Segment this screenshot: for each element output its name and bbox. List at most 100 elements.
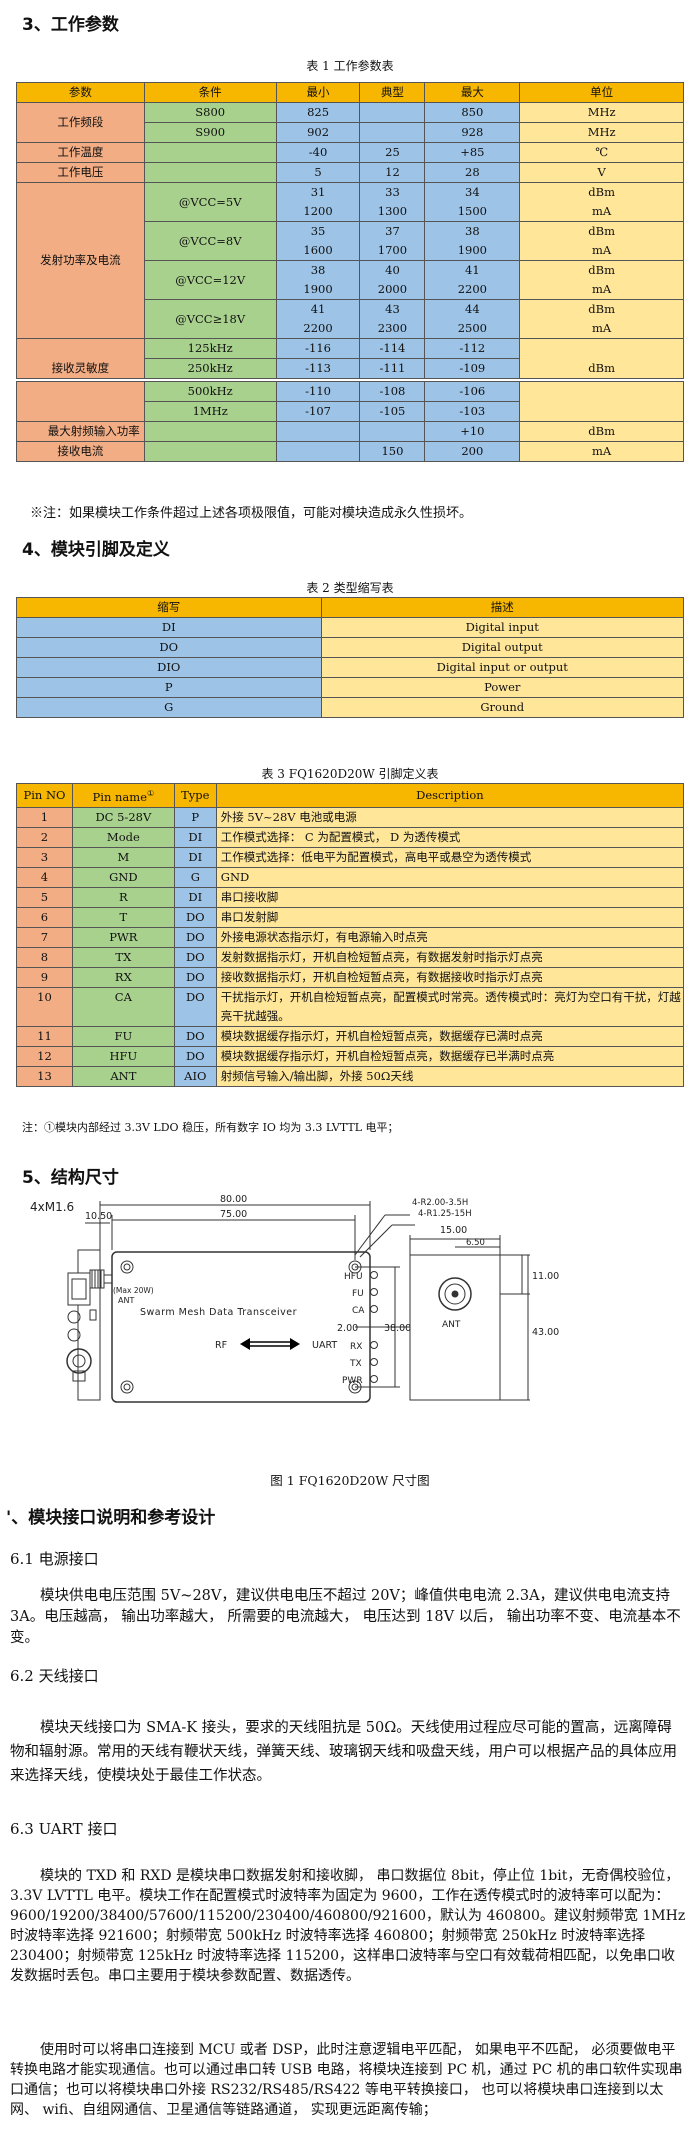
- cell: 825: [275, 102, 361, 123]
- cell: 500kHz: [143, 381, 277, 402]
- dim-75: 75.00: [220, 1209, 247, 1220]
- cell-line: 1300: [377, 204, 408, 218]
- pin-type-cell: DO: [173, 906, 217, 928]
- led-label-pwr: PWR: [342, 1376, 363, 1386]
- table-row: 1MHz -107 -105 -103: [17, 401, 684, 422]
- led-label-fu: FU: [352, 1289, 364, 1299]
- max-power-label: (Max 20W): [113, 1286, 154, 1295]
- cell: [143, 142, 277, 163]
- pin-type-cell: DI: [173, 846, 217, 868]
- cell: 150: [359, 441, 426, 462]
- cell: S900: [143, 122, 277, 143]
- pin-no-cell: 6: [16, 906, 73, 928]
- cell: MHz: [519, 102, 684, 123]
- note-2: 注：①模块内部经过 3.3V LDO 稳压，所有数字 IO 均为 3.3 LVT…: [22, 1121, 399, 1134]
- pin-no-cell: 13: [16, 1065, 73, 1087]
- cell: 250kHz: [143, 358, 277, 379]
- header-cell: 典型: [359, 82, 426, 103]
- cell: 接收电流: [16, 441, 145, 462]
- section-6-1-text: 模块供电电压范围 5V~28V，建议供电电压不超过 20V；峰值供电电流 2.3…: [10, 1588, 681, 1646]
- cell: [16, 381, 145, 422]
- cell: 125kHz: [143, 338, 277, 359]
- cell: [143, 441, 277, 462]
- pin-type-cell: DO: [173, 926, 217, 948]
- dim-15: 15.00: [440, 1225, 467, 1236]
- cell-line: 1900: [303, 282, 333, 296]
- table-row: 工作温度 -40 25 +85 ℃: [16, 142, 684, 163]
- side-led-2: [67, 1328, 81, 1342]
- pin-name-cell: ANT: [71, 1065, 175, 1087]
- cell-line: mA: [592, 282, 612, 296]
- cell: -109: [424, 358, 521, 379]
- header-cell: Pin name①: [71, 783, 175, 808]
- cell: -114: [359, 338, 426, 359]
- cell-line: 43: [385, 302, 400, 316]
- cell: mA: [519, 441, 684, 462]
- end-view-body: [409, 1254, 501, 1401]
- dim-6-50: 6.50: [466, 1238, 485, 1248]
- pin-name-cell: M: [71, 846, 175, 868]
- pin-no-cell: 2: [16, 826, 73, 848]
- end-ant-label: ANT: [442, 1320, 461, 1330]
- cell: MHz: [519, 122, 684, 143]
- cell: 1MHz: [143, 401, 277, 422]
- pin-type-cell: G: [173, 866, 217, 888]
- cell: +10: [424, 421, 521, 442]
- pin-desc-cell: 外接 5V~28V 电池或电源: [215, 806, 685, 828]
- pin-desc-cell: 工作模式选择：低电平为配置模式，高电平或悬空为透传模式: [215, 846, 685, 868]
- module-body: [111, 1251, 371, 1403]
- led-ca: [370, 1305, 378, 1313]
- section-5-title: 5、结构尺寸: [22, 1168, 119, 1188]
- cell: Power: [320, 677, 685, 698]
- header-cell: 条件: [143, 82, 277, 103]
- pin-desc-cell: 串口发射脚: [215, 906, 685, 928]
- cell: @VCC=12V: [143, 260, 277, 300]
- led-tx: [370, 1358, 378, 1366]
- footnote-mark: ①: [147, 789, 155, 798]
- pin-no-cell: 4: [16, 866, 73, 888]
- cell-line: 2000: [377, 282, 408, 296]
- end-ant-connector: [438, 1277, 472, 1311]
- section-6-2-text: 模块天线接口为 SMA-K 接头，要求的天线阻抗是 50Ω。天线使用过程应尽可能…: [10, 1720, 677, 1784]
- pin-desc-cell: 射频信号输入/输出脚，外接 50Ω天线: [215, 1065, 685, 1087]
- pin-type-cell: AIO: [173, 1065, 217, 1087]
- cell-line: mA: [592, 321, 612, 335]
- cell: 12: [359, 162, 426, 183]
- cell: [359, 122, 426, 143]
- pin-name-cell: CA: [71, 986, 175, 1027]
- table-row: S900 902 928 MHz: [17, 122, 684, 143]
- cell: 902: [275, 122, 361, 143]
- pin-type-cell: DO: [173, 1025, 217, 1047]
- led-label-ca: CA: [352, 1306, 365, 1316]
- side-ant-base: [72, 1370, 86, 1382]
- cell-line: 37: [385, 224, 400, 238]
- header-text: Pin name: [92, 789, 147, 804]
- cell: -112: [424, 338, 521, 359]
- pin-name-cell: R: [71, 886, 175, 908]
- mount-hole: [120, 1260, 134, 1274]
- pin-no-cell: 11: [16, 1025, 73, 1047]
- pin-type-cell: DI: [173, 826, 217, 848]
- cell-line: 1900: [457, 243, 487, 257]
- led-label-rx: RX: [350, 1342, 362, 1352]
- cell: 928: [424, 122, 521, 143]
- table-2-caption: 表 2 类型缩写表: [306, 581, 394, 595]
- cell: Ground: [320, 697, 685, 718]
- pin-name-cell: DC 5-28V: [71, 806, 175, 828]
- pin-desc-cell: 发射数据指示灯，开机自检短暂点亮，有数据发射时指示灯点亮: [215, 946, 685, 968]
- cell-line: mA: [592, 204, 612, 218]
- led-pwr: [370, 1375, 378, 1383]
- section-6-2-title: 6.2 天线接口: [10, 1667, 99, 1685]
